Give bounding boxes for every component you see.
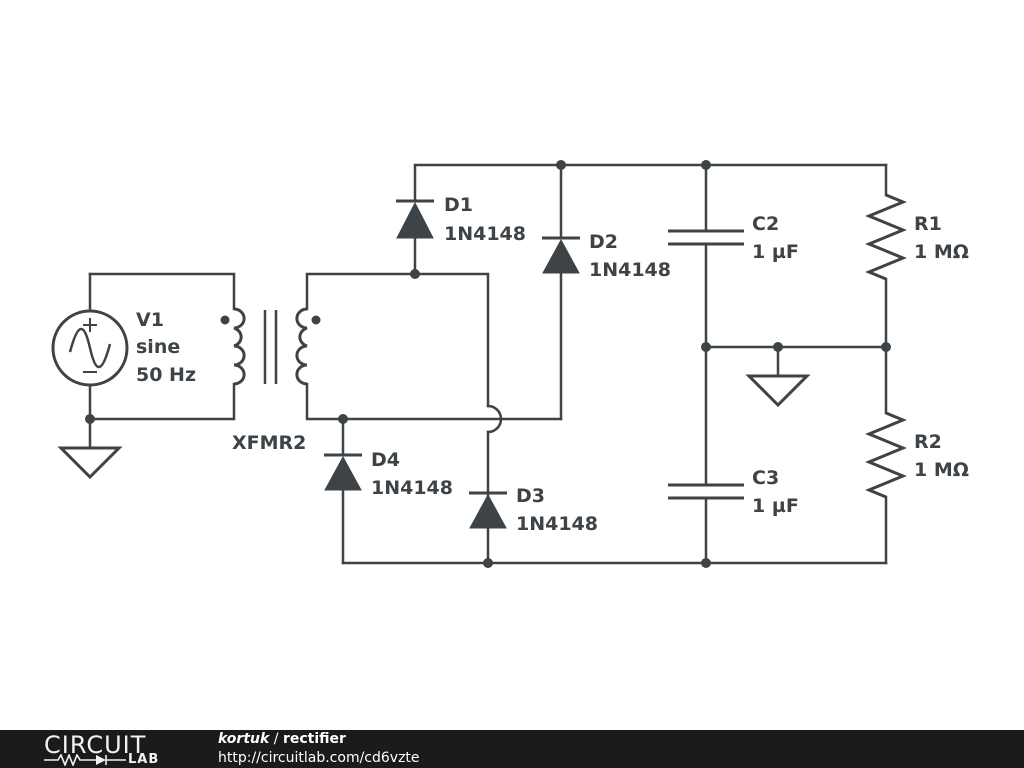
d3-part-label: 1N4148 [516, 513, 598, 535]
secondary-coil [295, 307, 308, 386]
junction-dot [85, 414, 95, 424]
r1-value-label: 1 MΩ [914, 241, 969, 263]
junction-dot [483, 558, 493, 568]
d2-part-label: 1N4148 [589, 259, 671, 281]
wire-top-node-down [413, 272, 490, 408]
resistor-r1 [865, 193, 907, 281]
capacitor-c3-plates [668, 483, 744, 500]
ground-icon-left [57, 446, 123, 480]
junction-dot [338, 414, 348, 424]
c2-value-label: 1 µF [752, 241, 799, 263]
wire-secondary-top [305, 272, 417, 311]
breadcrumb: kortuk / rectifier [218, 731, 346, 747]
d4-part-label: 1N4148 [371, 477, 453, 499]
junctions [85, 160, 891, 568]
d1-ref-label: D1 [444, 194, 473, 216]
polarity-dot [220, 315, 230, 325]
capacitor-c3 [668, 483, 744, 500]
capacitor-c2 [668, 229, 744, 246]
logo-resistor-diode-icon [44, 754, 126, 766]
junction-dot [701, 558, 711, 568]
junction-dot [773, 342, 783, 352]
logo-lab-text: LAB [128, 752, 160, 767]
diode-d2-triangle [542, 238, 580, 274]
r1-ref-label: R1 [914, 213, 942, 235]
ground-icon-mid [745, 374, 811, 408]
diode-d4 [324, 453, 362, 491]
diode-d4-triangle [324, 455, 362, 491]
junction-dot [556, 160, 566, 170]
wire-positive-rail [413, 163, 888, 202]
r2-value-label: 1 MΩ [914, 459, 969, 481]
sine-wave-icon [68, 327, 112, 369]
junction-dot [701, 342, 711, 352]
circuit-schematic: V1 sine 50 Hz XFMR2 D1 1N4148 D2 1N4148 … [51, 160, 969, 568]
d2-ref-label: D2 [589, 231, 618, 253]
c2-ref-label: C2 [752, 213, 779, 235]
wire-secondary-bottom [305, 382, 563, 421]
c3-value-label: 1 µF [752, 495, 799, 517]
source-body [51, 309, 129, 387]
junction-dot [701, 160, 711, 170]
diode-d1 [396, 199, 434, 239]
transformer-core [263, 310, 278, 384]
plus-icon [83, 318, 97, 332]
circuit-url-link[interactable]: http://circuitlab.com/cd6vzte [218, 750, 420, 766]
breadcrumb-separator: / [269, 731, 283, 747]
polarity-dot [311, 315, 321, 325]
circuit-title: rectifier [282, 731, 346, 747]
voltage-source-v1 [51, 309, 129, 387]
d1-part-label: 1N4148 [444, 223, 526, 245]
diode-d3 [469, 491, 507, 529]
c3-ref-label: C3 [752, 467, 779, 489]
wire-primary-top [88, 272, 236, 311]
v1-freq-label: 50 Hz [136, 364, 196, 386]
resistor-r2 [865, 411, 907, 499]
diode-d2 [542, 236, 580, 274]
d4-ref-label: D4 [371, 449, 400, 471]
junction-dot [881, 342, 891, 352]
capacitor-c2-plates [668, 229, 744, 246]
diode-d3-triangle [469, 493, 507, 529]
r2-ref-label: R2 [914, 431, 942, 453]
xfmr-ref-label: XFMR2 [232, 432, 306, 454]
wires [88, 163, 888, 565]
transformer-xfmr2 [220, 307, 321, 386]
junction-dot [410, 269, 420, 279]
primary-coil [233, 307, 246, 386]
wire-primary-bottom [88, 382, 236, 421]
d3-ref-label: D3 [516, 485, 545, 507]
v1-ref-label: V1 [136, 309, 164, 331]
footer-bar: CIRCUIT LAB kortuk / rectifier http://ci… [0, 730, 1024, 768]
v1-type-label: sine [136, 336, 180, 358]
diode-d1-triangle [396, 201, 434, 239]
author-link[interactable]: kortuk [218, 731, 270, 747]
